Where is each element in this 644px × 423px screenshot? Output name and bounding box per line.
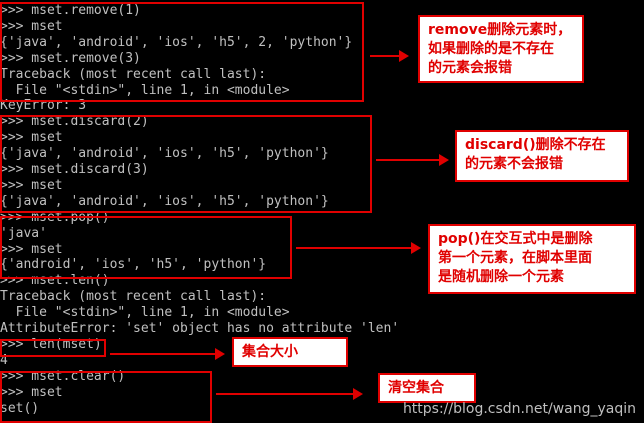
terminal-line: >>> mset bbox=[0, 241, 63, 257]
terminal-line: >>> mset.discard(3) bbox=[0, 162, 149, 177]
terminal-line: KeyError: 3 bbox=[0, 98, 87, 114]
len-note: 集合大小 bbox=[232, 337, 348, 367]
terminal-line: Traceback (most recent call last): bbox=[0, 289, 267, 305]
discard-note: discard()删除不存在 的元素不会报错 bbox=[455, 130, 629, 182]
terminal-line: 4 bbox=[0, 352, 8, 368]
terminal-line: {'java', 'android', 'ios', 'h5', 'python… bbox=[0, 193, 329, 209]
terminal-line: File "<stdin>", line 1, in <module> bbox=[0, 82, 290, 98]
clear-highlight-box bbox=[0, 371, 212, 423]
pop-note: pop()在交互式中是删除 第一个元素，在脚本里面 是随机删除一个元素 bbox=[428, 224, 636, 294]
terminal-line: >>> mset.remove(1) bbox=[0, 3, 141, 18]
terminal-line: set() bbox=[0, 400, 40, 416]
terminal-line: >>> mset bbox=[0, 130, 63, 146]
len-highlight-box bbox=[0, 339, 106, 357]
terminal-line: Traceback (most recent call last): bbox=[0, 66, 267, 82]
terminal-line: >>> mset.discard(2) bbox=[0, 114, 149, 130]
remove-note: remove删除元素时， 如果删除的是不存在 的元素会报错 bbox=[418, 15, 584, 83]
watermark-text: https://blog.csdn.net/wang_yaqin bbox=[402, 401, 636, 417]
clear-arrow bbox=[216, 388, 363, 400]
terminal-line: >>> mset.remove(3) bbox=[0, 50, 141, 66]
discard-arrow bbox=[376, 154, 449, 166]
pop-arrow bbox=[296, 242, 421, 254]
terminal-line: {'java', 'android', 'ios', 'h5', 'python… bbox=[0, 146, 329, 162]
terminal-line: >>> mset bbox=[0, 177, 63, 193]
terminal-line: 'java' bbox=[0, 225, 47, 241]
discard-highlight-box bbox=[0, 115, 372, 213]
clear-note: 清空集合 bbox=[378, 373, 476, 403]
terminal-line: >>> mset bbox=[0, 384, 63, 400]
terminal-line: {'android', 'ios', 'h5', 'python'} bbox=[0, 257, 267, 273]
len-arrow bbox=[110, 348, 225, 360]
terminal-line: File "<stdin>", line 1, in <module> bbox=[0, 305, 290, 321]
terminal-line: >>> mset bbox=[0, 18, 63, 34]
terminal-line: {'java', 'android', 'ios', 'h5', 2, 'pyt… bbox=[0, 34, 353, 50]
remove-arrow bbox=[370, 50, 409, 62]
remove-highlight-box bbox=[0, 2, 364, 102]
terminal-line: AttributeError: 'set' object has no attr… bbox=[0, 321, 400, 336]
pop-highlight-box bbox=[0, 216, 292, 279]
